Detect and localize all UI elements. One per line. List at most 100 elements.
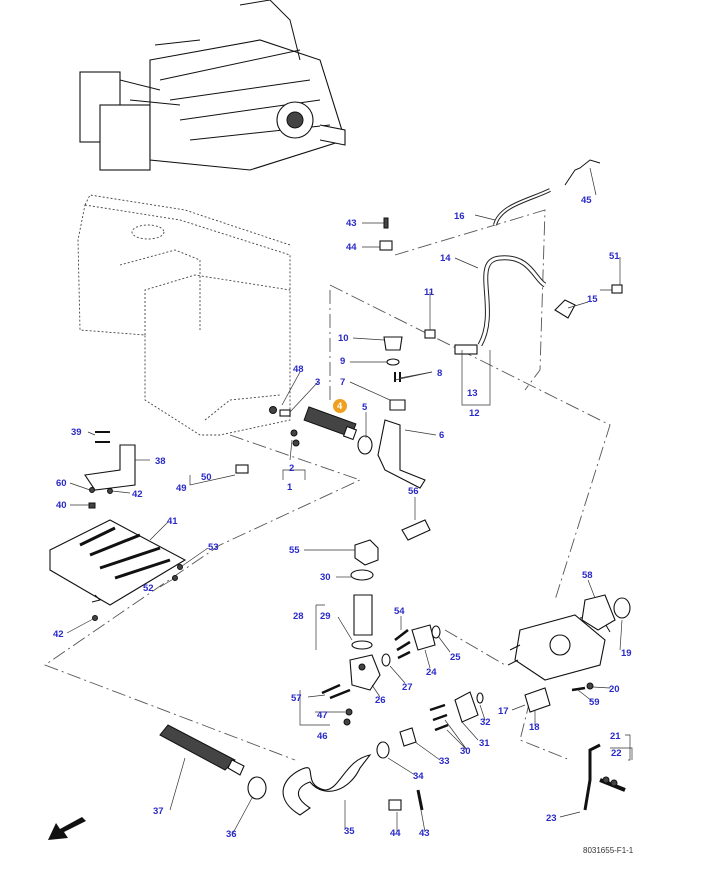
tractor-overview [79, 0, 346, 171]
nut-53 [177, 564, 183, 570]
screws-57 [321, 683, 351, 700]
callout-2: 2 [289, 463, 294, 474]
valve-17 [524, 687, 551, 713]
clamp-30-a [350, 569, 374, 581]
callout-18: 18 [529, 722, 540, 733]
screws-8 [394, 372, 401, 382]
callout-44-b: 44 [390, 828, 401, 839]
fitting-11 [424, 329, 436, 339]
leader-lines [66, 167, 633, 834]
oring-27 [381, 653, 391, 667]
reference-code: 8031655-F1-1 [583, 846, 634, 855]
washer-48 [269, 406, 277, 414]
washer-42-b [92, 615, 98, 621]
callout-21: 21 [610, 731, 621, 742]
callout-41: 41 [167, 516, 178, 527]
fitting-3 [279, 409, 291, 417]
callout-12: 12 [469, 408, 480, 419]
callout-43-a: 43 [346, 218, 357, 229]
hose-6 [377, 419, 426, 489]
pipe-23 [583, 743, 601, 811]
hose-35 [282, 754, 372, 816]
callout-22: 22 [611, 748, 622, 759]
callout-3: 3 [315, 377, 320, 388]
gasket-58 [581, 594, 616, 631]
clamp-7 [389, 399, 406, 411]
callout-19: 19 [621, 648, 632, 659]
callout-35: 35 [344, 826, 355, 837]
pipe-45 [564, 159, 601, 186]
heat-shield-41 [49, 519, 187, 606]
plug-2 [290, 429, 298, 437]
plug-50 [235, 464, 249, 474]
nut-44-bottom [388, 799, 402, 811]
callout-38: 38 [155, 456, 166, 467]
callout-44-a: 44 [346, 242, 357, 253]
callout-34: 34 [413, 771, 424, 782]
callout-53: 53 [208, 542, 219, 553]
oring-29 [351, 640, 373, 650]
flange-24 [411, 624, 436, 651]
callout-39: 39 [71, 427, 82, 438]
oring-32 [476, 692, 484, 704]
oring-22-b [610, 779, 618, 787]
hose-14 [477, 255, 547, 347]
connection-lines [44, 209, 615, 761]
callout-28: 28 [293, 611, 304, 622]
callout-58: 58 [582, 570, 593, 581]
screws-30 [429, 703, 449, 732]
callout-23: 23 [546, 813, 557, 824]
callout-7: 7 [340, 377, 345, 388]
bolt-40 [88, 502, 96, 509]
callout-48: 48 [293, 364, 304, 375]
callout-46: 46 [317, 731, 328, 742]
hydraulic-tank-outline [77, 194, 291, 436]
fitting-33 [399, 727, 417, 747]
callout-42-b: 42 [53, 629, 64, 640]
callout-30-a: 30 [320, 572, 331, 583]
callout-30-b: 30 [460, 746, 471, 757]
clamp-34 [376, 741, 390, 759]
callout-47: 47 [317, 710, 328, 721]
callout-59: 59 [589, 697, 600, 708]
callout-15: 15 [587, 294, 598, 305]
screws-54 [394, 629, 411, 660]
washer-47 [345, 708, 353, 716]
clip-51 [611, 284, 623, 294]
callout-37: 37 [153, 806, 164, 817]
callout-40: 40 [56, 500, 67, 511]
hose-37 [159, 724, 245, 776]
callout-1: 1 [287, 482, 293, 493]
callout-56: 56 [408, 486, 419, 497]
callout-8: 8 [437, 368, 442, 379]
clamp-5 [357, 435, 373, 455]
oring-22-a [602, 776, 610, 784]
flange-31 [454, 691, 479, 723]
callout-13: 13 [467, 388, 478, 399]
callout-51: 51 [609, 251, 620, 262]
filler-cap-10 [383, 336, 403, 351]
oring-19 [613, 597, 631, 619]
screws-39 [95, 431, 110, 443]
callout-11: 11 [424, 287, 435, 298]
callout-36: 36 [226, 829, 237, 840]
filter-4 [303, 406, 358, 441]
callout-25: 25 [450, 652, 461, 663]
bolt-59 [571, 686, 586, 692]
nut-44-top [379, 240, 393, 251]
oring-25 [431, 625, 441, 639]
fitting-13 [454, 344, 478, 355]
callout-27: 27 [402, 682, 413, 693]
callout-16: 16 [454, 211, 465, 222]
washer-20 [586, 682, 594, 690]
oring-9 [386, 358, 400, 366]
callout-52: 52 [143, 583, 154, 594]
callout-45: 45 [581, 195, 592, 206]
callout-50: 50 [201, 472, 212, 483]
callout-31: 31 [479, 738, 490, 749]
elbow-55 [354, 539, 379, 566]
callout-5: 5 [362, 402, 368, 413]
callout-26: 26 [375, 695, 386, 706]
callout-49: 49 [176, 483, 187, 494]
